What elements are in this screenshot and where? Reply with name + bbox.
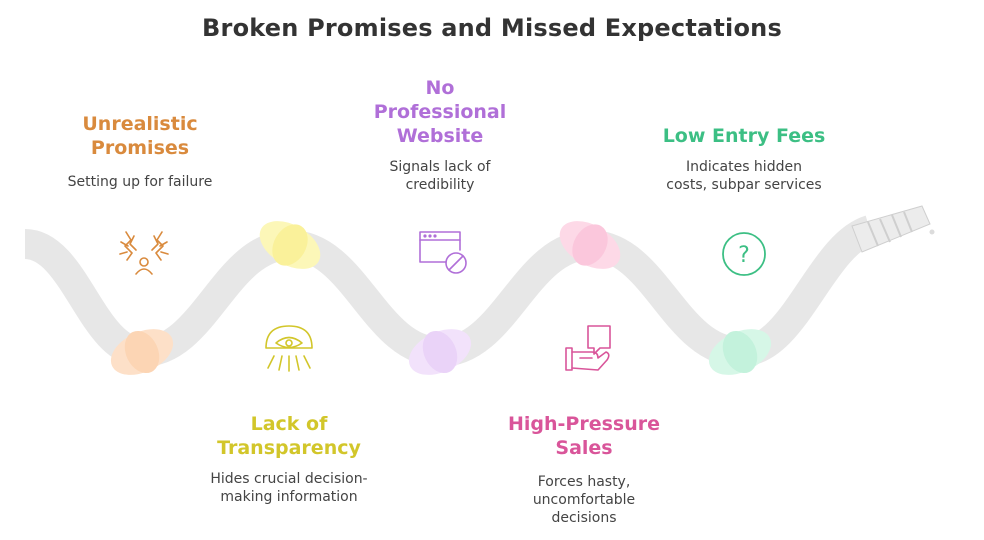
item-4-desc: Forces hasty, uncomfortable decisions bbox=[484, 473, 684, 527]
item-2-title: Lack of Transparency bbox=[180, 412, 398, 460]
question-mark-text: ? bbox=[738, 243, 750, 268]
item-1-title-line2: Promises bbox=[90, 137, 190, 159]
item-3-title: No Professional Website bbox=[340, 76, 540, 148]
item-2-desc: Hides crucial decision- making informati… bbox=[180, 470, 398, 506]
item-3-title-line1: No bbox=[425, 77, 455, 99]
item-1-desc: Setting up for failure bbox=[40, 173, 240, 191]
item-3-desc-line2: credibility bbox=[405, 177, 475, 193]
item-2-desc-line2: making information bbox=[220, 489, 358, 505]
item-5-title: Low Entry Fees bbox=[634, 124, 854, 148]
item-4-title-line1: High-Pressure bbox=[507, 413, 660, 435]
item-5-desc-line1: Indicates hidden bbox=[686, 159, 802, 175]
item-4-title-line2: Sales bbox=[555, 437, 613, 459]
item-3-title-line2: Professional bbox=[373, 101, 507, 123]
item-5-desc-line2: costs, subpar services bbox=[666, 177, 822, 193]
hand-speech-icon bbox=[565, 325, 611, 371]
item-4-desc-line2: uncomfortable bbox=[532, 492, 636, 508]
item-1-title-line1: Unrealistic bbox=[82, 113, 198, 135]
item-3-desc-line1: Signals lack of bbox=[389, 159, 491, 175]
clamp-orange bbox=[110, 329, 174, 375]
hose-nozzle bbox=[851, 205, 935, 253]
page-title: Broken Promises and Missed Expectations bbox=[202, 14, 782, 42]
eye-light-icon bbox=[265, 325, 313, 372]
item-3-title-line3: Website bbox=[396, 125, 484, 147]
item-5-desc: Indicates hidden costs, subpar services bbox=[634, 158, 854, 194]
item-2-title-line1: Lack of bbox=[250, 413, 328, 435]
item-2-title-line2: Transparency bbox=[217, 437, 361, 459]
item-2-desc-line1: Hides crucial decision- bbox=[210, 471, 368, 487]
item-4-desc-line1: Forces hasty, bbox=[537, 474, 631, 490]
stress-person-icon bbox=[119, 231, 169, 275]
question-circle-icon bbox=[722, 232, 766, 276]
item-1-desc-line1: Setting up for failure bbox=[67, 174, 213, 190]
clamp-yellow bbox=[259, 221, 321, 269]
item-4-desc-line3: decisions bbox=[551, 510, 617, 526]
item-5-title-line1: Low Entry Fees bbox=[662, 125, 826, 147]
clamp-green bbox=[708, 329, 772, 375]
clamp-pink bbox=[559, 221, 621, 269]
item-3-desc: Signals lack of credibility bbox=[340, 158, 540, 194]
clamp-purple bbox=[408, 329, 472, 375]
item-1-title: Unrealistic Promises bbox=[40, 112, 240, 160]
item-4-title: High-Pressure Sales bbox=[484, 412, 684, 460]
blocked-browser-icon bbox=[419, 231, 467, 274]
